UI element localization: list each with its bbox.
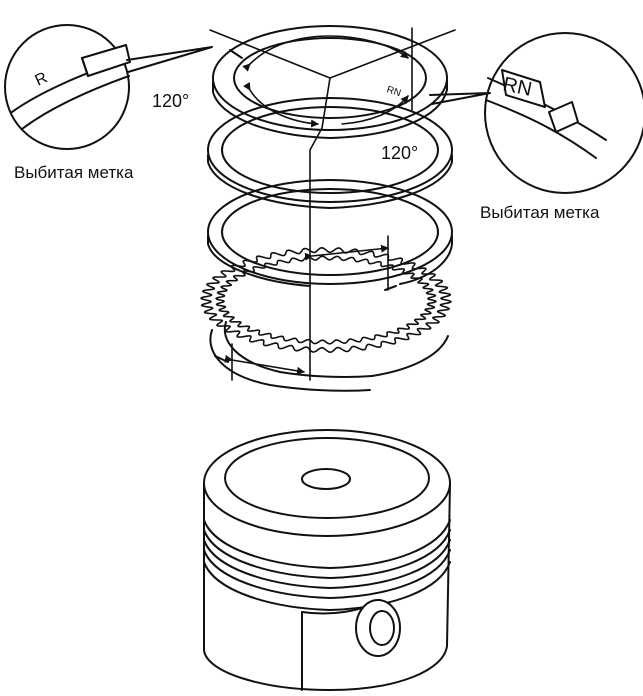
expander-gap-arrow (304, 244, 389, 261)
left-callout-circle: R (4, 24, 131, 150)
angle-label-right: 120° (381, 143, 419, 163)
piston-pin-hole (369, 610, 395, 646)
right-stamp-label: Выбитая метка (480, 203, 600, 222)
oil-ring-upper-rail (207, 179, 453, 291)
left-callout-pointer (126, 46, 213, 73)
angle-arcs (242, 35, 409, 128)
angle-label-left: 120° (152, 91, 190, 111)
lower-rail-gap-arrow (224, 354, 305, 375)
ring-mark-code: RN (385, 84, 402, 99)
piston-crown-dimple (301, 468, 351, 490)
left-stamp-label: Выбитая метка (14, 163, 134, 182)
right-callout-pointer (429, 92, 491, 105)
second-ring (207, 97, 453, 209)
oil-ring-lower-rail (209, 321, 449, 392)
right-callout-circle: RN (484, 32, 643, 194)
top-ring: RN (212, 25, 448, 139)
oil-ring-expander (200, 247, 452, 353)
piston (203, 429, 451, 691)
